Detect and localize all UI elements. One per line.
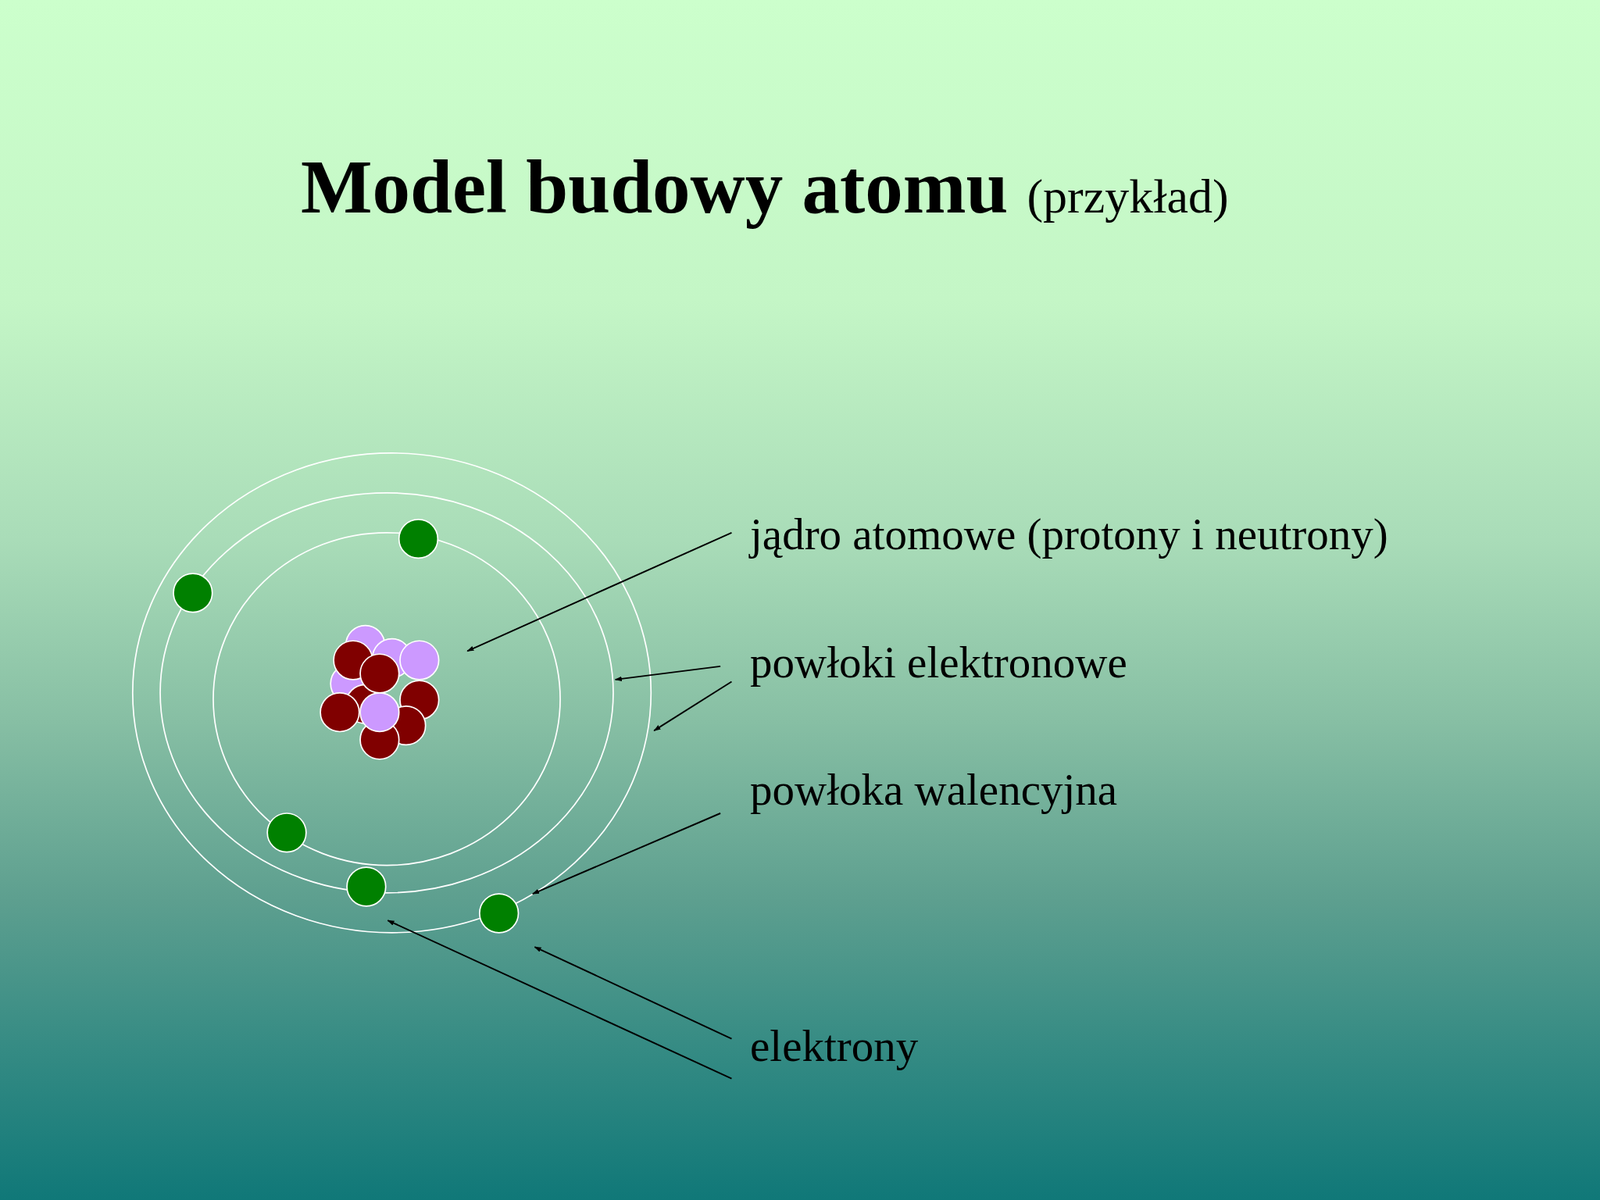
electron (346, 867, 386, 907)
proton (400, 640, 440, 680)
slide-title: Model budowy atomu (300, 149, 1008, 225)
title-row: Model budowy atomu (przykład) (300, 149, 1229, 225)
middle-shell (160, 492, 614, 893)
callout-label: jądro atomowe (protony i neutrony) (750, 511, 1389, 557)
neutron (360, 653, 400, 693)
callout-label: powłoki elektronowe (750, 639, 1128, 685)
electron (267, 813, 307, 853)
inner-shell (213, 532, 561, 866)
callout-label: elektrony (750, 1023, 918, 1068)
electron (399, 519, 439, 559)
leader-line (467, 532, 732, 652)
callout-label: powłoka walencyjna (750, 767, 1118, 812)
leader-line (387, 920, 732, 1079)
leader-line (534, 946, 732, 1040)
leader-line (615, 666, 722, 680)
leader-line (532, 813, 721, 894)
leader-line (653, 681, 732, 731)
electron (173, 573, 213, 613)
electron (479, 893, 519, 933)
subtitle-note: (przykład) (1026, 171, 1229, 221)
outer-shell (132, 453, 652, 933)
proton (360, 692, 400, 733)
neutron (320, 692, 360, 733)
